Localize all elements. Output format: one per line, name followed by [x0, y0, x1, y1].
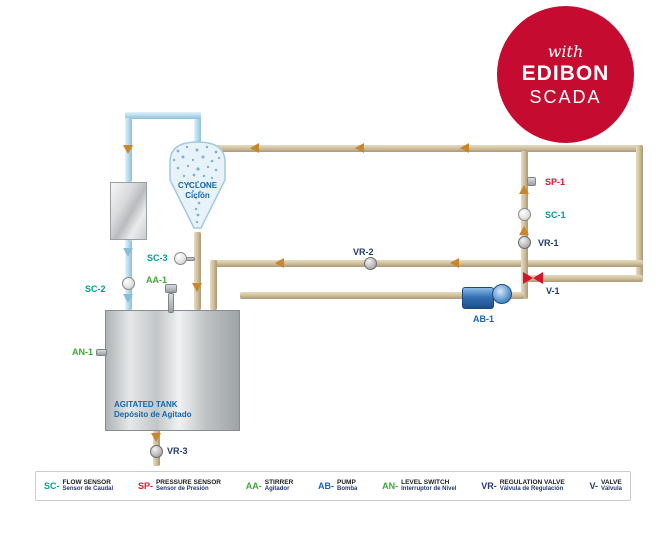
valve-v1-icon	[533, 272, 543, 284]
flow-sensor-sc3-icon	[174, 252, 187, 265]
regulation-valve-vr2-icon	[364, 257, 377, 270]
pump-ab1	[462, 281, 512, 315]
regulation-valve-vr1-icon	[518, 236, 531, 249]
legend-item-flow-sensor: SC- FLOW SENSOR Sensor de Caudal	[44, 479, 113, 493]
flow-arrow-down-icon	[192, 283, 202, 292]
flow-arrow-left-icon	[460, 143, 469, 153]
label-vr3: VR-3	[167, 446, 188, 456]
label-v1: V-1	[546, 286, 560, 296]
legend-code: AN-	[382, 481, 399, 491]
legend-text: STIRRER Agitador	[265, 479, 294, 493]
legend-text: PRESSURE SENSOR Sensor de Presión	[156, 479, 221, 493]
legend-item-stirrer: AA- STIRRER Agitador	[246, 479, 294, 493]
legend-code: SP-	[137, 481, 153, 491]
legend-label-es: Bomba	[337, 486, 358, 492]
flow-arrow-down-blue-icon	[123, 294, 133, 303]
tank-name-es: Depósito de Agitado	[114, 410, 192, 419]
pipe-bypass-return-line	[210, 260, 643, 267]
pipe-right-riser	[636, 145, 643, 282]
pipe-filter-to-tank	[125, 240, 132, 310]
tank-label: AGITATED TANK Depósito de Agitado	[114, 400, 191, 420]
flow-arrow-left-icon	[450, 258, 459, 268]
label-sc2: SC-2	[85, 284, 106, 294]
label-an1: AN-1	[72, 347, 94, 357]
badge-brand-text: EDIBON	[521, 61, 610, 85]
legend-item-pressure-sensor: SP- PRESSURE SENSOR Sensor de Presión	[138, 479, 221, 493]
pipe-pump-suction-line	[240, 292, 524, 299]
pump-motor-icon	[462, 287, 494, 309]
legend-label-en: VALVE	[600, 479, 622, 486]
legend-text: PUMP Bomba	[337, 479, 357, 493]
pipe-overflow-horizontal	[125, 112, 201, 119]
legend-item-pump: AB- PUMP Bomba	[318, 479, 357, 493]
pipe-top-feed-line	[205, 145, 643, 152]
regulation-valve-vr3-icon	[150, 445, 163, 458]
pressure-sensor-sp1-icon	[527, 177, 536, 186]
legend-label-es: Sensor de Presión	[155, 486, 209, 492]
label-aa1: AA-1	[146, 275, 168, 285]
label-sc3: SC-3	[147, 253, 168, 263]
pipe-cyclone-overflow-up	[194, 112, 201, 145]
legend-text: REGULATION VALVE Válvula de Regulación	[500, 479, 565, 493]
legend-label-en: PUMP	[337, 479, 356, 486]
cyclone-name-en: CYCLONE	[177, 181, 218, 190]
legend-label-en: FLOW SENSOR	[62, 479, 111, 486]
label-sc1: SC-1	[545, 210, 566, 220]
legend-label-es: Interruptor de Nivel	[401, 486, 457, 492]
badge-with-text: with	[547, 41, 584, 61]
legend-label-es: Agitador	[264, 486, 290, 492]
label-sp1: SP-1	[545, 177, 566, 187]
legend-label-es: Válvula de Regulación	[499, 486, 564, 492]
legend-label-en: PRESSURE SENSOR	[155, 479, 221, 486]
legend-text: LEVEL SWITCH Interruptor de Nivel	[401, 479, 456, 493]
cyclone-vessel	[169, 141, 226, 229]
legend-code: AA-	[245, 481, 262, 491]
pipe-cyclone-underflow	[194, 232, 201, 310]
legend-code: VR-	[481, 481, 497, 491]
cyclone-name-es: Ciclón	[185, 191, 210, 200]
filter-vessel	[110, 182, 147, 240]
legend-label-es: Sensor de Caudal	[62, 486, 114, 492]
flow-arrow-down-icon	[151, 433, 161, 442]
flow-arrow-up-icon	[519, 226, 529, 235]
flow-arrow-left-icon	[355, 143, 364, 153]
legend-label-en: STIRRER	[264, 479, 294, 486]
flow-sensor-sc2-icon	[122, 277, 135, 290]
legend-item-valve: V- VALVE Válvula	[589, 479, 622, 493]
flow-arrow-left-icon	[250, 143, 259, 153]
stirrer-shaft-icon	[168, 293, 174, 313]
flow-arrow-left-icon	[275, 258, 284, 268]
pipe-bypass-drop-to-tank	[210, 260, 217, 310]
cyclone-label: CYCLONE Ciclón	[162, 181, 233, 201]
valve-v1-icon	[523, 272, 533, 284]
pump-head-icon	[492, 284, 512, 304]
flow-sensor-sc1-icon	[518, 208, 531, 221]
legend-label-es: Válvula	[600, 486, 622, 492]
flow-arrow-up-icon	[519, 185, 529, 194]
legend-bar: SC- FLOW SENSOR Sensor de Caudal SP- PRE…	[35, 471, 631, 501]
legend-text: FLOW SENSOR Sensor de Caudal	[63, 479, 114, 493]
legend-label-en: REGULATION VALVE	[499, 479, 565, 486]
legend-item-regulation-valve: VR- REGULATION VALVE Válvula de Regulaci…	[481, 479, 565, 493]
legend-code: V-	[589, 481, 598, 491]
edibon-scada-badge: with EDIBON SCADA	[497, 6, 634, 143]
label-vr1: VR-1	[538, 238, 559, 248]
label-ab1: AB-1	[473, 314, 495, 324]
pipe-drain-v1-line	[524, 275, 643, 282]
label-vr2: VR-2	[353, 247, 374, 257]
badge-product-text: SCADA	[529, 86, 602, 107]
legend-code: SC-	[44, 481, 60, 491]
legend-label-en: LEVEL SWITCH	[401, 479, 450, 486]
pipe-pump-discharge-column	[521, 151, 528, 299]
flow-arrow-down-icon	[123, 145, 133, 154]
legend-text: VALVE Válvula	[601, 479, 622, 493]
legend-code: AB-	[318, 481, 335, 491]
agitated-tank: AGITATED TANK Depósito de Agitado	[105, 310, 240, 431]
flow-arrow-down-blue-icon	[123, 248, 133, 257]
level-switch-icon	[96, 349, 107, 356]
stirrer-motor-icon	[165, 284, 177, 293]
legend-item-level-switch: AN- LEVEL SWITCH Interruptor de Nivel	[382, 479, 456, 493]
sc3-stem	[186, 257, 195, 261]
tank-name-en: AGITATED TANK	[114, 400, 178, 409]
